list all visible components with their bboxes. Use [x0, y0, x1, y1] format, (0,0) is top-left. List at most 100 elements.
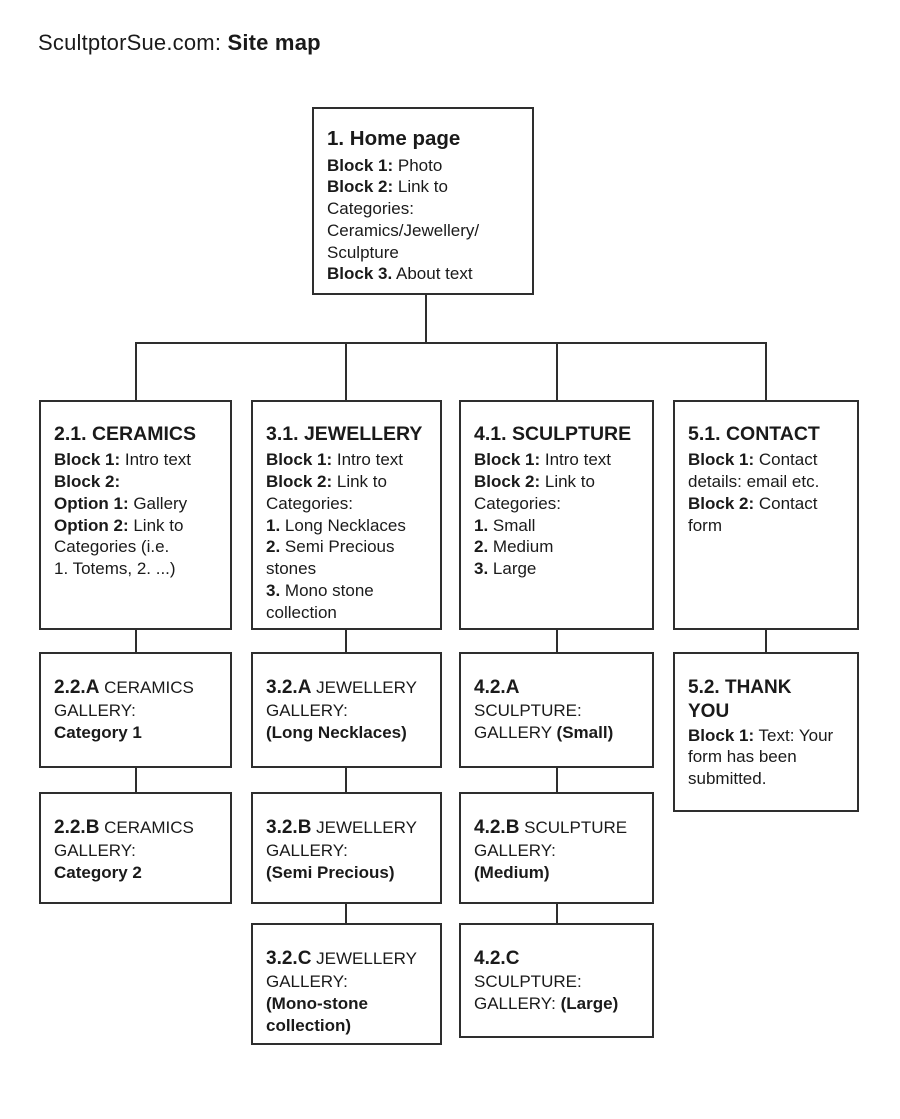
page-title: ScultptorSue.com: Site map	[38, 30, 321, 56]
bold-text: 1.	[266, 515, 281, 535]
text-line: collection)	[266, 1015, 427, 1037]
bold-text: Category 1	[54, 723, 142, 743]
text-line: GALLERY:	[266, 840, 427, 862]
connector-jewellery-a	[345, 628, 347, 654]
connector-drop-jewellery	[345, 342, 347, 400]
regular-text: form has been	[688, 747, 797, 767]
text-line: Option 2: Link to	[54, 515, 217, 537]
regular-text: Gallery	[128, 493, 188, 513]
text-line: form	[688, 515, 844, 537]
text-line: Block 2: Link to	[266, 471, 427, 493]
text-line: 1. Totems, 2. ...)	[54, 558, 217, 580]
regular-text: Link to	[393, 177, 448, 197]
connector-drop-sculpture	[556, 342, 558, 400]
regular-text: GALLERY:	[54, 841, 136, 861]
connector-sculpture-b	[556, 766, 558, 794]
text-line: (Mono-stone	[266, 993, 427, 1015]
text-line: Categories:	[327, 198, 519, 220]
bold-text: 3.	[266, 580, 281, 600]
connector-level2-bar	[135, 342, 767, 344]
bold-text: 3.2.C	[266, 948, 312, 969]
regular-text: GALLERY	[474, 723, 557, 743]
regular-text: GALLERY:	[474, 841, 556, 861]
text-line: 3. Large	[474, 558, 639, 580]
text-line: Block 2: Contact	[688, 493, 844, 515]
bold-text: Block 1:	[688, 725, 755, 745]
text-line: Block 1: Text: Your	[688, 725, 844, 747]
bold-text: 4.2.C	[474, 948, 520, 969]
regular-text: GALLERY:	[266, 972, 348, 992]
bold-text: collection)	[266, 1015, 352, 1035]
bold-text: 5.2. THANK	[688, 677, 792, 698]
text-line: Block 1: Photo	[327, 155, 519, 177]
text-line: 3.2.A JEWELLERY	[266, 676, 427, 700]
connector-sculpture-a	[556, 628, 558, 654]
title-label: Site map	[227, 30, 321, 55]
text-line: Categories (i.e.	[54, 536, 217, 558]
text-line: (Semi Precious)	[266, 862, 427, 884]
bold-text: 3.2.A	[266, 677, 312, 698]
text-line: YOU	[688, 700, 844, 724]
regular-text: Small	[488, 515, 536, 535]
text-line: 3.2.B JEWELLERY	[266, 816, 427, 840]
text-line: stones	[266, 558, 427, 580]
bold-text: 2.2.B	[54, 817, 100, 838]
text-line: 5.2. THANK	[688, 676, 844, 700]
text-line: GALLERY:	[54, 700, 217, 722]
bold-text: (Semi Precious)	[266, 863, 395, 883]
bold-text: (Large)	[560, 994, 619, 1014]
text-line: SCULPTURE:	[474, 971, 639, 993]
connector-drop-ceramics	[135, 342, 137, 400]
text-line: form has been	[688, 746, 844, 768]
text-line: Block 1: Intro text	[474, 449, 639, 471]
text-line: GALLERY:	[54, 840, 217, 862]
connector-jewellery-c	[345, 902, 347, 925]
text-line: (Medium)	[474, 862, 639, 884]
regular-text: SCULPTURE	[519, 818, 628, 837]
bold-text: 2.	[266, 537, 281, 557]
text-line: 1. Long Necklaces	[266, 515, 427, 537]
bold-text: (Medium)	[474, 863, 550, 883]
bold-text: Block 2:	[266, 472, 333, 492]
regular-text: Large	[488, 559, 537, 579]
regular-text: Photo	[393, 155, 443, 175]
regular-text: GALLERY:	[54, 701, 136, 721]
text-line: Block 1: Intro text	[54, 449, 217, 471]
regular-text: JEWELLERY	[311, 949, 417, 968]
home-page-heading: 1. Home page	[327, 127, 461, 150]
text-line: Ceramics/Jewellery/	[327, 220, 519, 242]
bold-text: Block 2:	[474, 472, 541, 492]
text-line: Category 2	[54, 862, 217, 884]
text-line: 2.2.B CERAMICS	[54, 816, 217, 840]
regular-text: Categories:	[327, 199, 414, 219]
text-line: GALLERY:	[266, 971, 427, 993]
connector-sculpture-c	[556, 902, 558, 925]
text-line: Category 1	[54, 722, 217, 744]
regular-text: GALLERY:	[474, 994, 561, 1014]
text-line: 2.2.A CERAMICS	[54, 676, 217, 700]
text-line: details: email etc.	[688, 471, 844, 493]
bold-text: Block 3.	[327, 264, 393, 284]
